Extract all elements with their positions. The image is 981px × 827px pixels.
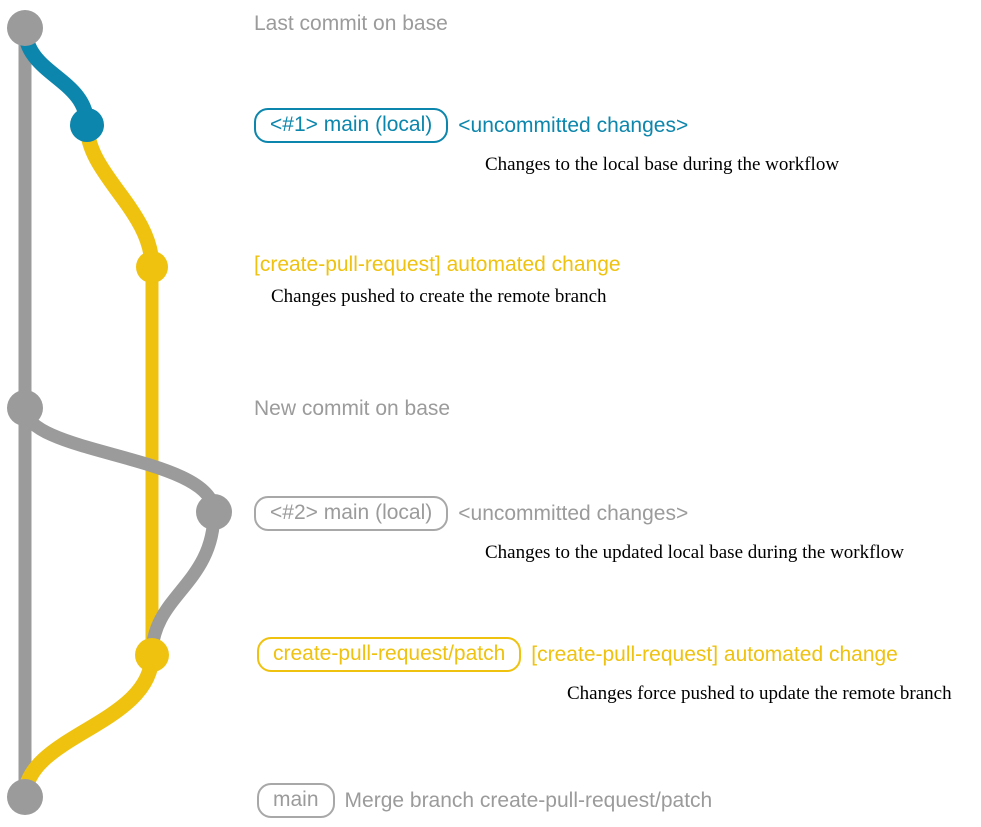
commit-subject-automated-1: [create-pull-request] automated change xyxy=(254,253,621,276)
local-branch-line-2 xyxy=(18,401,221,519)
commit-row-local-1: <#1> main (local) <uncommitted changes> … xyxy=(254,108,839,174)
commit-row-local-2: <#2> main (local) <uncommitted changes> … xyxy=(254,496,904,562)
commit-note-automated-1: Changes pushed to create the remote bran… xyxy=(271,286,607,307)
commit-row-automated-2: create-pull-request/patch [create-pull-r… xyxy=(257,637,952,703)
commit-subject-automated-2: [create-pull-request] automated change xyxy=(531,643,898,666)
branch-badge-main[interactable]: main xyxy=(257,783,335,818)
commit-row-last-base: Last commit on base xyxy=(254,13,448,35)
commit-node-new-base[interactable] xyxy=(7,390,43,426)
branch-badge-create-pull-request-patch[interactable]: create-pull-request/patch xyxy=(257,637,522,672)
commit-subject-local-2: <uncommitted changes> xyxy=(458,502,689,525)
commit-row-new-base: New commit on base xyxy=(254,398,450,420)
commit-subject-last-base: Last commit on base xyxy=(254,12,448,35)
commit-row-automated-1: [create-pull-request] automated change C… xyxy=(254,254,621,306)
commit-note-local-2: Changes to the updated local base during… xyxy=(485,542,904,563)
commit-subject-local-1: <uncommitted changes> xyxy=(458,114,689,137)
commit-node-automated-2[interactable] xyxy=(135,638,169,672)
commit-node-local-1[interactable] xyxy=(70,108,104,142)
commit-node-merge[interactable] xyxy=(7,779,43,815)
commit-subject-merge: Merge branch create-pull-request/patch xyxy=(344,789,713,812)
branch-badge-main-local-1[interactable]: <#1> main (local) xyxy=(254,108,449,143)
commit-node-last-base[interactable] xyxy=(7,10,43,46)
branch-badge-main-local-2[interactable]: <#2> main (local) xyxy=(254,496,449,531)
commit-node-local-2[interactable] xyxy=(196,494,232,530)
commit-row-merge: main Merge branch create-pull-request/pa… xyxy=(257,783,712,818)
commit-node-automated-1[interactable] xyxy=(136,251,168,283)
commit-note-automated-2: Changes force pushed to update the remot… xyxy=(567,683,952,704)
commit-note-local-1: Changes to the local base during the wor… xyxy=(485,154,840,175)
patch-branch-line-upper xyxy=(79,117,160,275)
commit-subject-new-base: New commit on base xyxy=(254,397,451,420)
merge-line xyxy=(17,647,160,805)
local-to-patch-line xyxy=(145,505,221,662)
